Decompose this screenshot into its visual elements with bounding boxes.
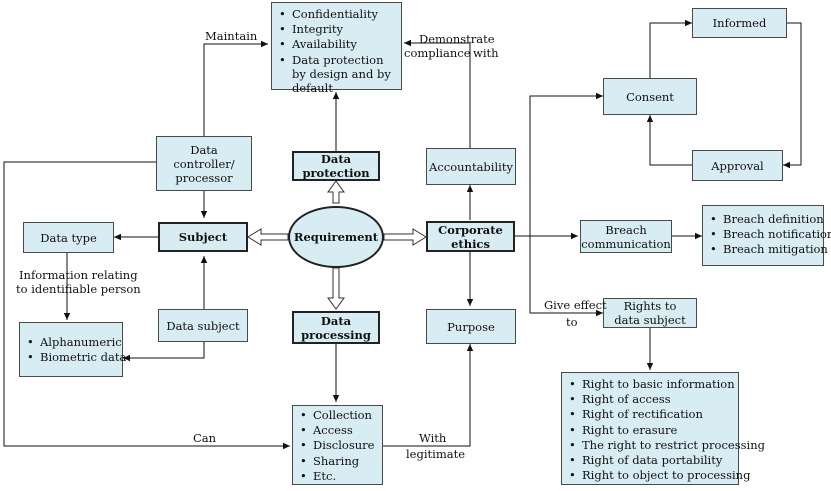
hollow-arrow-up	[327, 180, 345, 204]
approval-node[interactable]: Approval	[692, 150, 783, 181]
data-type-item: Biometric data	[26, 350, 126, 365]
edge-approval-to-consent	[646, 115, 692, 166]
subject-node[interactable]: Subject	[158, 222, 248, 252]
rights-to-data-subject-node[interactable]: Rights to data subject	[603, 298, 697, 328]
corporate-ethics-node[interactable]: Corporate ethics	[426, 221, 515, 252]
label-legitimate: legitimate	[406, 447, 466, 461]
processing-list: Collection Access Disclosure Sharing Etc…	[292, 405, 383, 485]
rights-item: Right to object to processing	[568, 468, 750, 483]
goal-item: Integrity	[278, 22, 395, 37]
label-demonstrate: Demonstrate	[419, 32, 495, 46]
processing-item: Etc.	[299, 469, 376, 484]
rights-item: The right to restrict processing	[568, 438, 765, 453]
data-type-list: Alphanumeric Biometric data	[19, 322, 126, 377]
breach-item: Breach definition	[709, 212, 824, 227]
edge-give-effect	[529, 236, 603, 317]
goal-item: Data protection by design and by default	[278, 53, 395, 95]
breach-item: Breach mitigation	[709, 242, 828, 257]
label-compliance: compliance	[404, 46, 471, 60]
label-maintain: Maintain	[205, 29, 258, 43]
processing-item: Collection	[299, 408, 376, 423]
rights-item: Right of rectification	[568, 407, 732, 422]
rights-item: Right of access	[568, 392, 732, 407]
consent-node[interactable]: Consent	[603, 78, 697, 115]
data-subject-node[interactable]: Data subject	[158, 309, 248, 342]
label-can: Can	[193, 431, 217, 445]
goal-item: Availability	[278, 37, 395, 52]
breach-communication-node[interactable]: Breach communication	[580, 220, 672, 253]
informed-node[interactable]: Informed	[692, 8, 787, 38]
rights-list: Right to basic information Right of acce…	[561, 372, 765, 485]
hollow-arrow-down	[327, 267, 345, 310]
protection-goals-list: Confidentiality Integrity Availability D…	[271, 2, 402, 95]
label-info-relating-1: Information relating	[19, 268, 138, 282]
label-with-top: with	[473, 46, 499, 60]
controller-processor-node[interactable]: Data controller/ processor	[156, 136, 252, 191]
data-protection-node[interactable]: Data protection	[292, 151, 380, 181]
rights-item: Right to erasure	[568, 423, 732, 438]
hollow-arrow-right	[383, 228, 427, 246]
hollow-arrow-left	[247, 228, 289, 246]
label-with-bottom: With	[419, 431, 447, 445]
rights-item: Right of data portability	[568, 453, 732, 468]
goal-item: Confidentiality	[278, 7, 395, 22]
edge-consent-to-informed	[649, 19, 692, 78]
edge-demonstrate	[404, 39, 471, 148]
data-type-node[interactable]: Data type	[23, 222, 114, 253]
edge-legitimate	[383, 344, 474, 447]
data-processing-node[interactable]: Data processing	[292, 311, 380, 344]
data-type-item: Alphanumeric	[26, 335, 122, 350]
label-give-effect: Give effect	[544, 298, 607, 312]
edge-ethics-to-consent	[529, 92, 603, 236]
accountability-node[interactable]: Accountability	[426, 148, 516, 185]
breach-item: Breach notification	[709, 227, 831, 242]
edge-datasubject-to-list	[123, 342, 205, 362]
purpose-node[interactable]: Purpose	[426, 309, 516, 344]
processing-item: Sharing	[299, 454, 376, 469]
processing-item: Disclosure	[299, 438, 376, 453]
label-to: to	[566, 315, 578, 329]
edge-maintain	[203, 40, 268, 136]
edge-informed-to-approval	[783, 22, 802, 169]
processing-item: Access	[299, 423, 376, 438]
edge-can	[3, 161, 290, 450]
requirement-ellipse[interactable]: Requirement	[288, 206, 384, 268]
label-info-relating-2: to identifiable person	[16, 282, 141, 296]
rights-item: Right to basic information	[568, 377, 735, 392]
breach-list: Breach definition Breach notification Br…	[702, 205, 831, 266]
